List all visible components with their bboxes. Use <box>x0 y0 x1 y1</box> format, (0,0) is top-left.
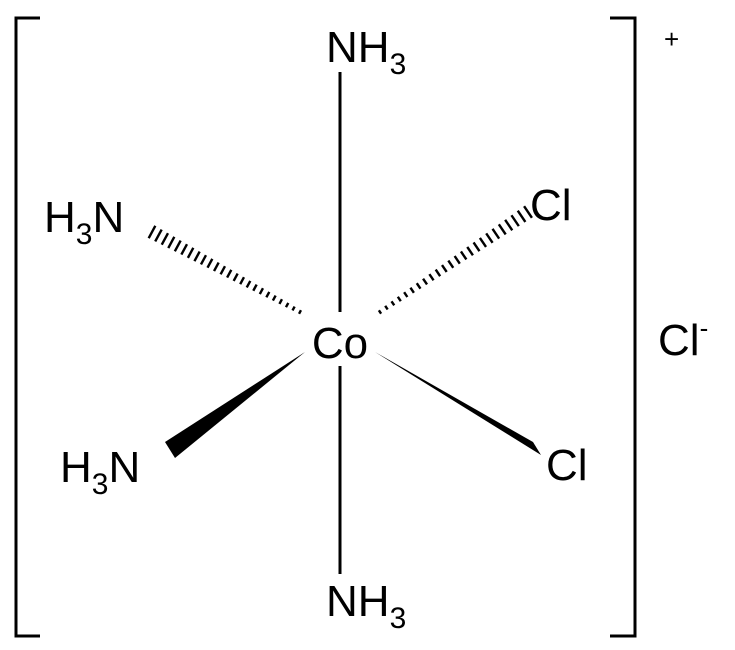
hash-stroke <box>245 280 252 289</box>
ligand-upper-right-label: Cl <box>530 181 572 230</box>
hash-stroke <box>485 232 494 244</box>
hash-stroke <box>186 247 195 259</box>
hash-stroke <box>491 228 501 240</box>
hash-stroke <box>193 250 201 262</box>
hash-stroke <box>147 225 157 239</box>
hash-stroke <box>434 268 442 277</box>
center-atom-label: Co <box>312 319 368 368</box>
hash-stroke <box>504 219 514 231</box>
hash-stroke <box>453 255 461 265</box>
hash-stroke <box>510 214 520 227</box>
hash-stroke <box>403 291 409 298</box>
bond-lower-right-wedge <box>375 352 541 455</box>
hash-stroke <box>212 261 220 272</box>
bond-lower-left-wedge <box>165 352 305 458</box>
hash-stroke <box>154 228 163 243</box>
ligand-top-label: NH3 <box>326 23 406 81</box>
hash-stroke <box>258 287 265 295</box>
hash-stroke <box>226 269 233 279</box>
hash-stroke <box>284 302 290 308</box>
hash-stroke <box>173 239 182 252</box>
ligand-lower-right-label: Cl <box>546 441 588 490</box>
hash-stroke <box>409 287 415 294</box>
hash-stroke <box>167 236 176 249</box>
hash-stroke <box>219 265 227 275</box>
hash-stroke <box>206 258 214 269</box>
hash-stroke <box>252 283 258 292</box>
complex-charge-label: + <box>664 24 679 54</box>
hash-stroke <box>428 273 435 281</box>
hash-stroke <box>472 241 481 252</box>
hash-stroke <box>291 306 296 312</box>
hash-stroke <box>297 309 303 315</box>
hash-stroke <box>459 250 468 261</box>
hash-stroke <box>466 246 474 256</box>
hash-stroke <box>415 282 422 290</box>
hash-stroke <box>422 277 429 286</box>
hash-stroke <box>390 300 396 306</box>
bond-upper-right-hashed <box>377 205 533 315</box>
hash-stroke <box>265 291 271 298</box>
hash-stroke <box>396 296 402 302</box>
ligand-bottom-label: NH3 <box>326 577 406 635</box>
ligand-lower-left-label: H3N <box>60 443 140 501</box>
hash-stroke <box>199 254 208 266</box>
hash-stroke <box>271 294 277 302</box>
hash-stroke <box>516 210 527 223</box>
hash-stroke <box>239 276 246 285</box>
counter-ion-label: Cl- <box>658 313 708 365</box>
hash-stroke <box>447 259 455 269</box>
ligand-upper-left-label: H3N <box>44 193 124 251</box>
bond-upper-left-hashed <box>147 225 303 315</box>
hash-stroke <box>377 309 383 315</box>
hash-stroke <box>180 243 189 256</box>
hash-stroke <box>160 232 170 246</box>
hash-stroke <box>478 237 488 248</box>
hash-stroke <box>232 272 239 282</box>
hash-stroke <box>441 264 448 273</box>
left-bracket <box>14 16 40 638</box>
right-bracket <box>610 16 637 638</box>
hash-stroke <box>384 305 389 311</box>
hash-stroke <box>497 223 507 236</box>
hash-stroke <box>523 205 533 219</box>
hash-stroke <box>278 298 284 305</box>
